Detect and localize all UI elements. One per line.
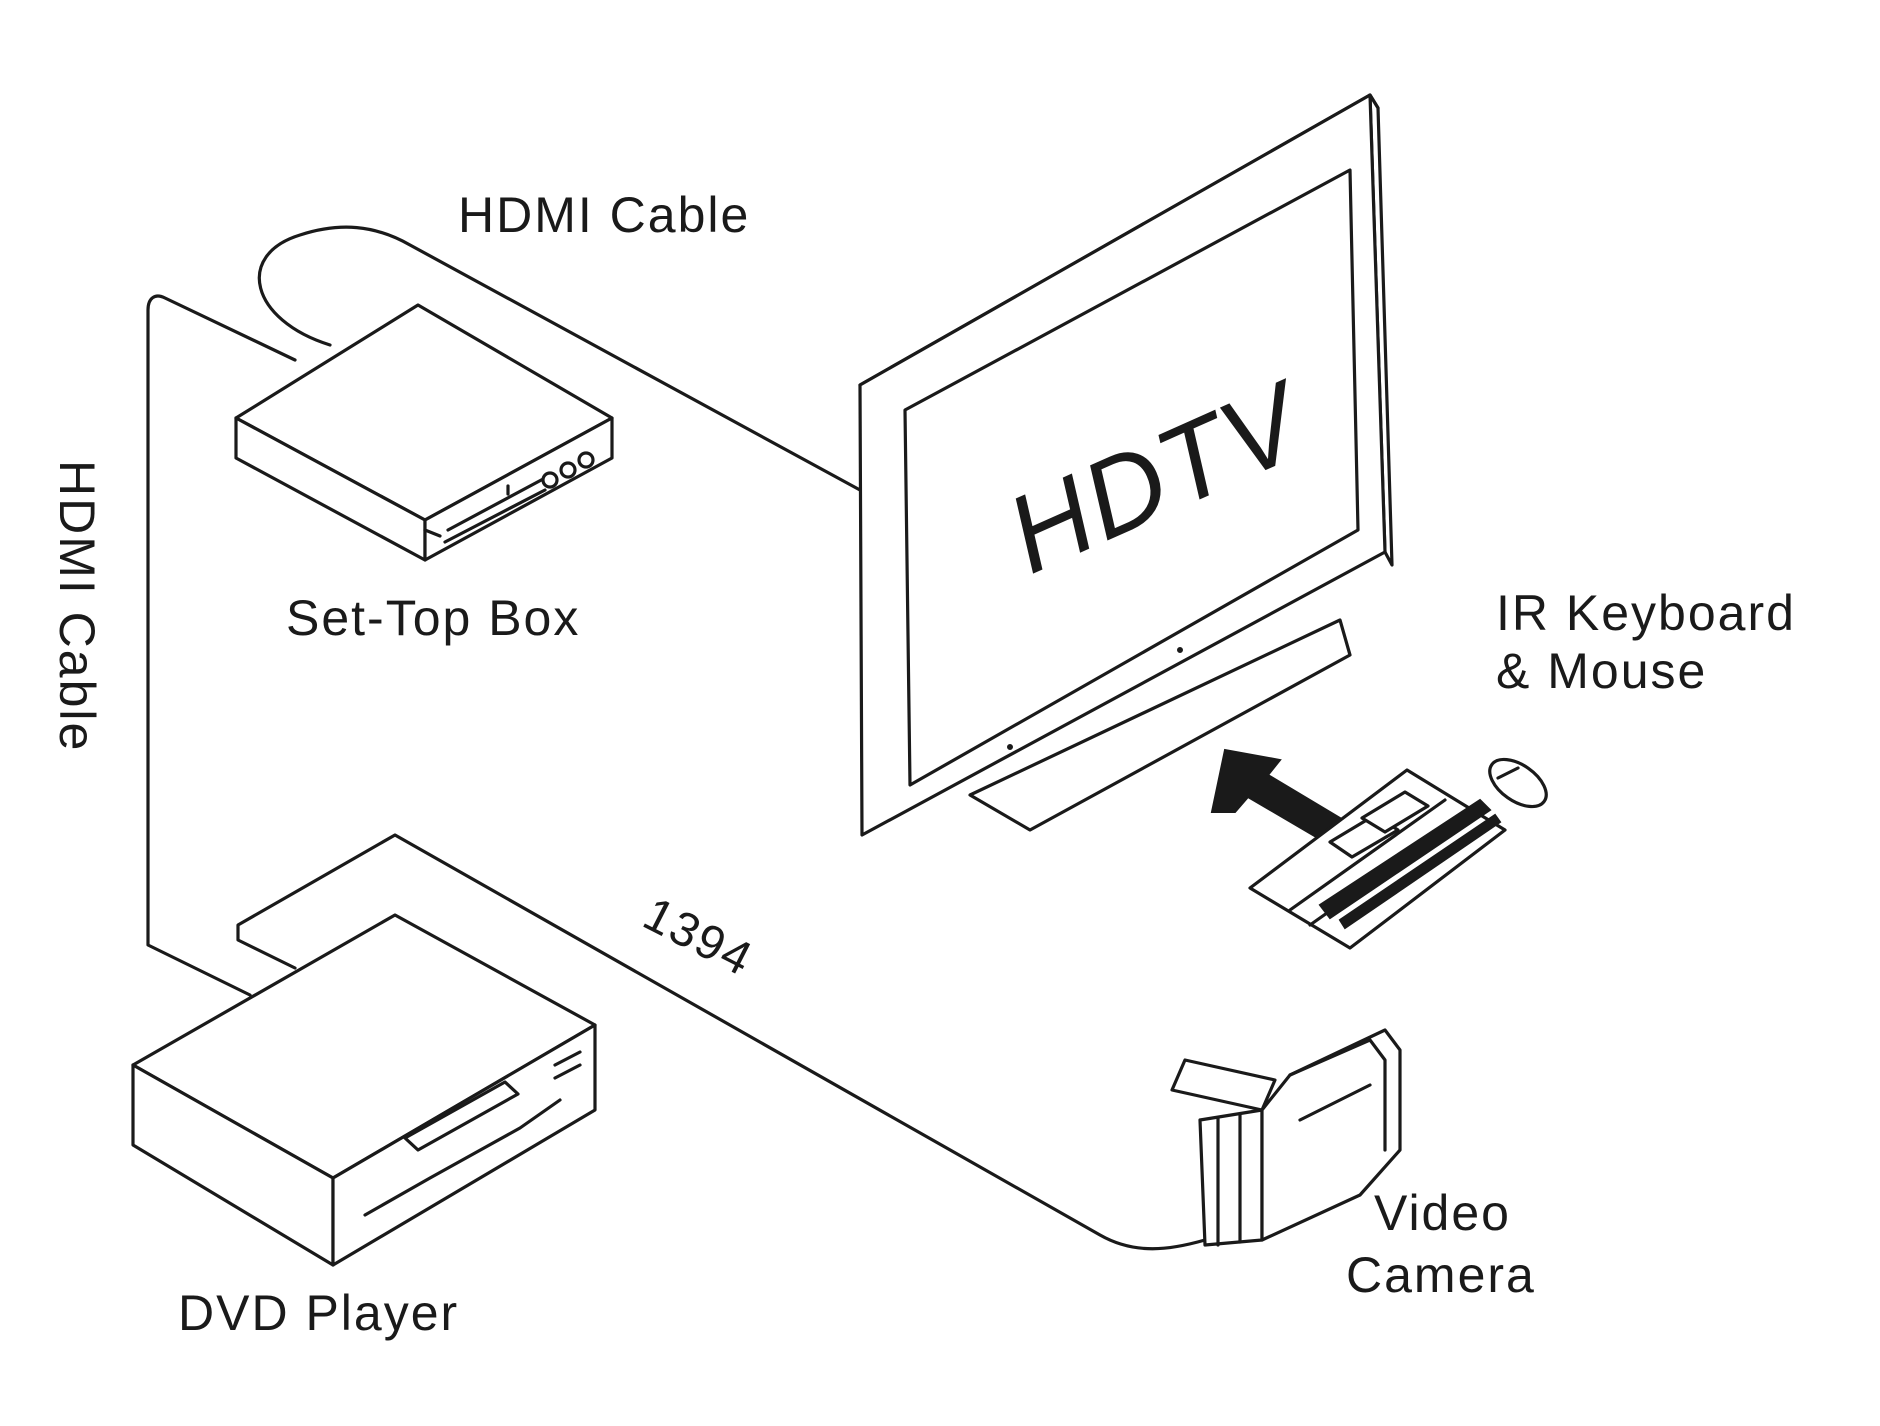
- ir-keyboard-label-line2: & Mouse: [1496, 643, 1707, 699]
- video-camera-icon: [1170, 1028, 1402, 1247]
- video-camera-label-line2: Camera: [1346, 1247, 1536, 1303]
- hdmi-cable-top: [257, 225, 862, 492]
- hdmi-cable-side: [146, 294, 297, 997]
- ir-arrow-icon: [1210, 748, 1342, 840]
- video-camera-label-line1: Video: [1374, 1185, 1511, 1241]
- hdtv-icon: [858, 93, 1394, 837]
- hdmi-cable-side-label: HDMI Cable: [49, 460, 105, 752]
- keyboard-icon: [1248, 768, 1507, 950]
- set-top-box-label: Set-Top Box: [286, 590, 580, 646]
- firewire-cable: [236, 833, 1207, 1251]
- dvd-player-label: DVD Player: [178, 1285, 459, 1341]
- dvd-player-icon: [131, 913, 597, 1267]
- mouse-icon: [1488, 757, 1548, 809]
- ir-keyboard-label-line1: IR Keyboard: [1496, 585, 1796, 641]
- firewire-label: 1394: [635, 888, 761, 987]
- set-top-box-icon: [234, 303, 614, 562]
- hdmi-cable-top-label: HDMI Cable: [458, 187, 750, 243]
